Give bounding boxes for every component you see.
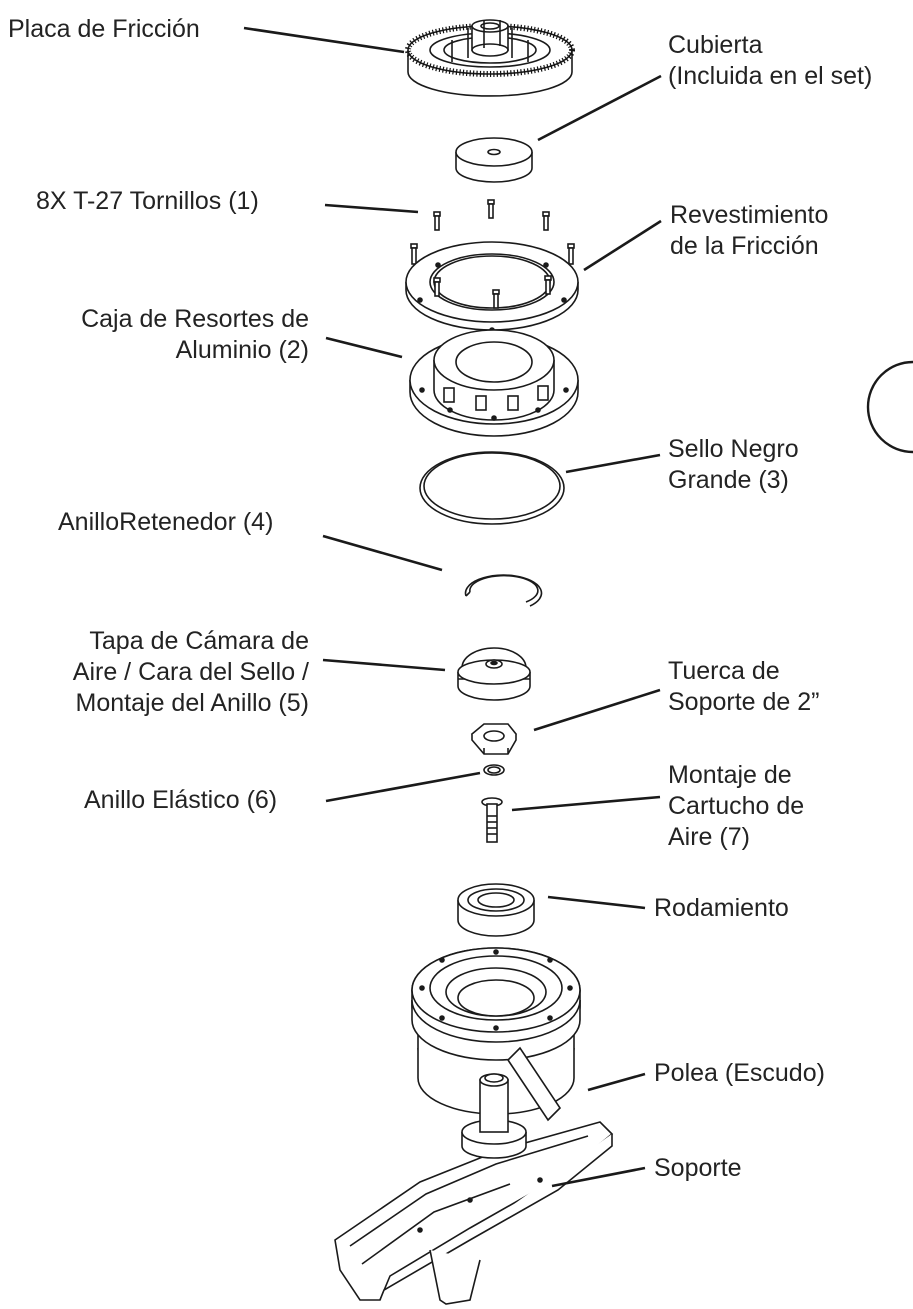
snap-ring-part	[483, 764, 505, 776]
label-pulley: Polea (Escudo)	[654, 1059, 825, 1087]
label-cap-line-3: Montaje del Anillo (5)	[75, 689, 309, 717]
leader-placa	[243, 26, 405, 54]
label-spring-housing-line-2: Aluminio (2)	[175, 336, 309, 364]
bracket-base-part	[334, 1046, 614, 1305]
air-cartridge-part	[481, 797, 503, 843]
label-large-black-seal: Sello Negro Grande (3)	[668, 434, 799, 496]
leader-cubierta	[537, 74, 662, 142]
label-cap-line-2: Aire / Cara del Sello /	[72, 658, 309, 686]
retaining-ring-part	[464, 574, 543, 607]
label-air-chamber-cap: Tapa de Cámara de Aire / Cara del Sello …	[73, 626, 309, 719]
label-air-cartridge: Montaje de Cartucho de Aire (7)	[668, 760, 804, 853]
label-spring-housing-line-1: Caja de Resortes de	[81, 305, 309, 333]
pulley-part	[411, 947, 581, 1115]
leader-sello	[565, 453, 661, 474]
label-cover-line-1: Cubierta	[668, 31, 763, 59]
label-bearing: Rodamiento	[654, 894, 789, 922]
friction-lining-part	[405, 241, 579, 333]
label-spring-housing: Caja de Resortes de Aluminio (2)	[81, 304, 309, 366]
label-bracket-nut: Tuerca de Soporte de 2”	[668, 656, 820, 718]
detail-callout-circle	[866, 360, 913, 454]
label-friction-plate: Placa de Fricción	[8, 15, 200, 43]
label-retaining-ring: AnilloRetenedor (4)	[58, 508, 274, 536]
label-seal-line-1: Sello Negro	[668, 435, 799, 463]
label-cap-line-1: Tapa de Cámara de	[89, 627, 309, 655]
label-friction-lining-line-1: Revestimiento	[670, 201, 829, 229]
leader-tornillos	[324, 203, 419, 214]
friction-plate-part	[405, 19, 575, 97]
label-nut-line-1: Tuerca de	[668, 657, 780, 685]
label-screws: 8X T-27 Tornillos (1)	[36, 187, 259, 215]
leader-retenedor	[322, 534, 443, 572]
leader-cartucho	[511, 795, 661, 812]
label-snap-ring: Anillo Elástico (6)	[84, 786, 278, 814]
leader-elastico	[325, 771, 481, 803]
spring-housing-part	[409, 329, 579, 437]
bearing-part	[457, 883, 535, 937]
label-cover-line-2: (Incluida en el set)	[668, 62, 873, 90]
leader-lines	[243, 26, 662, 1188]
label-cartridge-line-2: Cartucho de	[668, 792, 805, 820]
label-friction-lining: Revestimiento de la Fricción	[670, 200, 828, 262]
large-black-seal-part	[419, 451, 565, 525]
leader-tuerca	[533, 688, 661, 732]
leader-tapa	[322, 658, 446, 672]
leader-revestimiento	[583, 219, 662, 272]
label-cartridge-line-1: Montaje de	[668, 761, 792, 789]
leader-rodamiento	[547, 895, 646, 910]
air-chamber-cap-part	[457, 647, 531, 701]
bracket-nut-part	[470, 723, 517, 755]
leader-polea	[587, 1072, 646, 1092]
screws-part	[410, 199, 575, 265]
label-bracket: Soporte	[654, 1154, 742, 1182]
label-cover: Cubierta (Incluida en el set)	[668, 30, 872, 92]
label-seal-line-2: Grande (3)	[668, 466, 789, 494]
label-cartridge-line-3: Aire (7)	[668, 823, 750, 851]
label-nut-line-2: Soporte de 2”	[668, 688, 820, 716]
label-friction-lining-line-2: de la Fricción	[670, 232, 819, 260]
cover-part	[455, 137, 533, 183]
leader-caja	[325, 336, 403, 359]
leader-soporte	[551, 1166, 646, 1188]
